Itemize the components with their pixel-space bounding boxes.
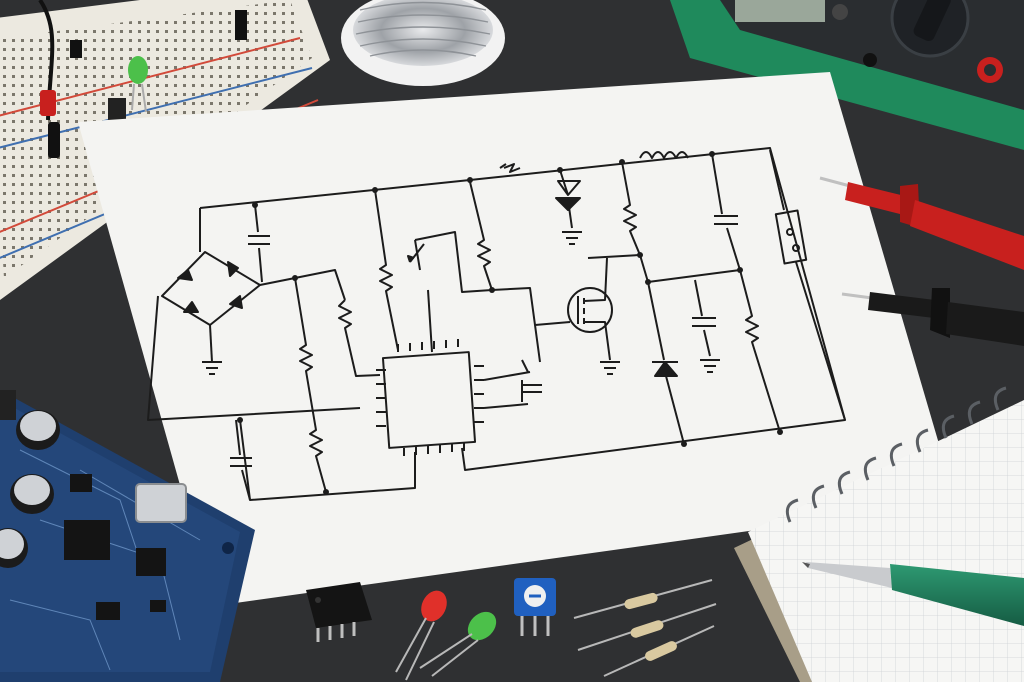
schematic-paper [78, 72, 956, 606]
spiral-notebook [734, 386, 1024, 682]
circuit-schematic [147, 147, 846, 501]
electrolytic-capacitors [0, 390, 60, 568]
transistor [108, 98, 126, 120]
notebook-spiral [785, 386, 1007, 523]
junction-dots [237, 151, 783, 495]
ic-pins [376, 339, 484, 456]
ic-chip [306, 582, 372, 642]
multimeter-display [735, 0, 825, 22]
pen [802, 562, 1024, 626]
solder-spool [341, 0, 505, 86]
resistors [573, 579, 717, 677]
pcb-chip [64, 520, 110, 560]
red-led [395, 590, 447, 681]
trimmer-potentiometer [514, 578, 556, 636]
breadboard-green-led [128, 56, 148, 84]
black-test-probe [841, 288, 1024, 346]
red-component [40, 90, 56, 116]
green-led [419, 611, 497, 677]
pcb-board [0, 390, 255, 682]
crystal-oscillator [135, 483, 187, 523]
red-test-probe [819, 176, 1024, 270]
multimeter [670, 0, 1024, 150]
